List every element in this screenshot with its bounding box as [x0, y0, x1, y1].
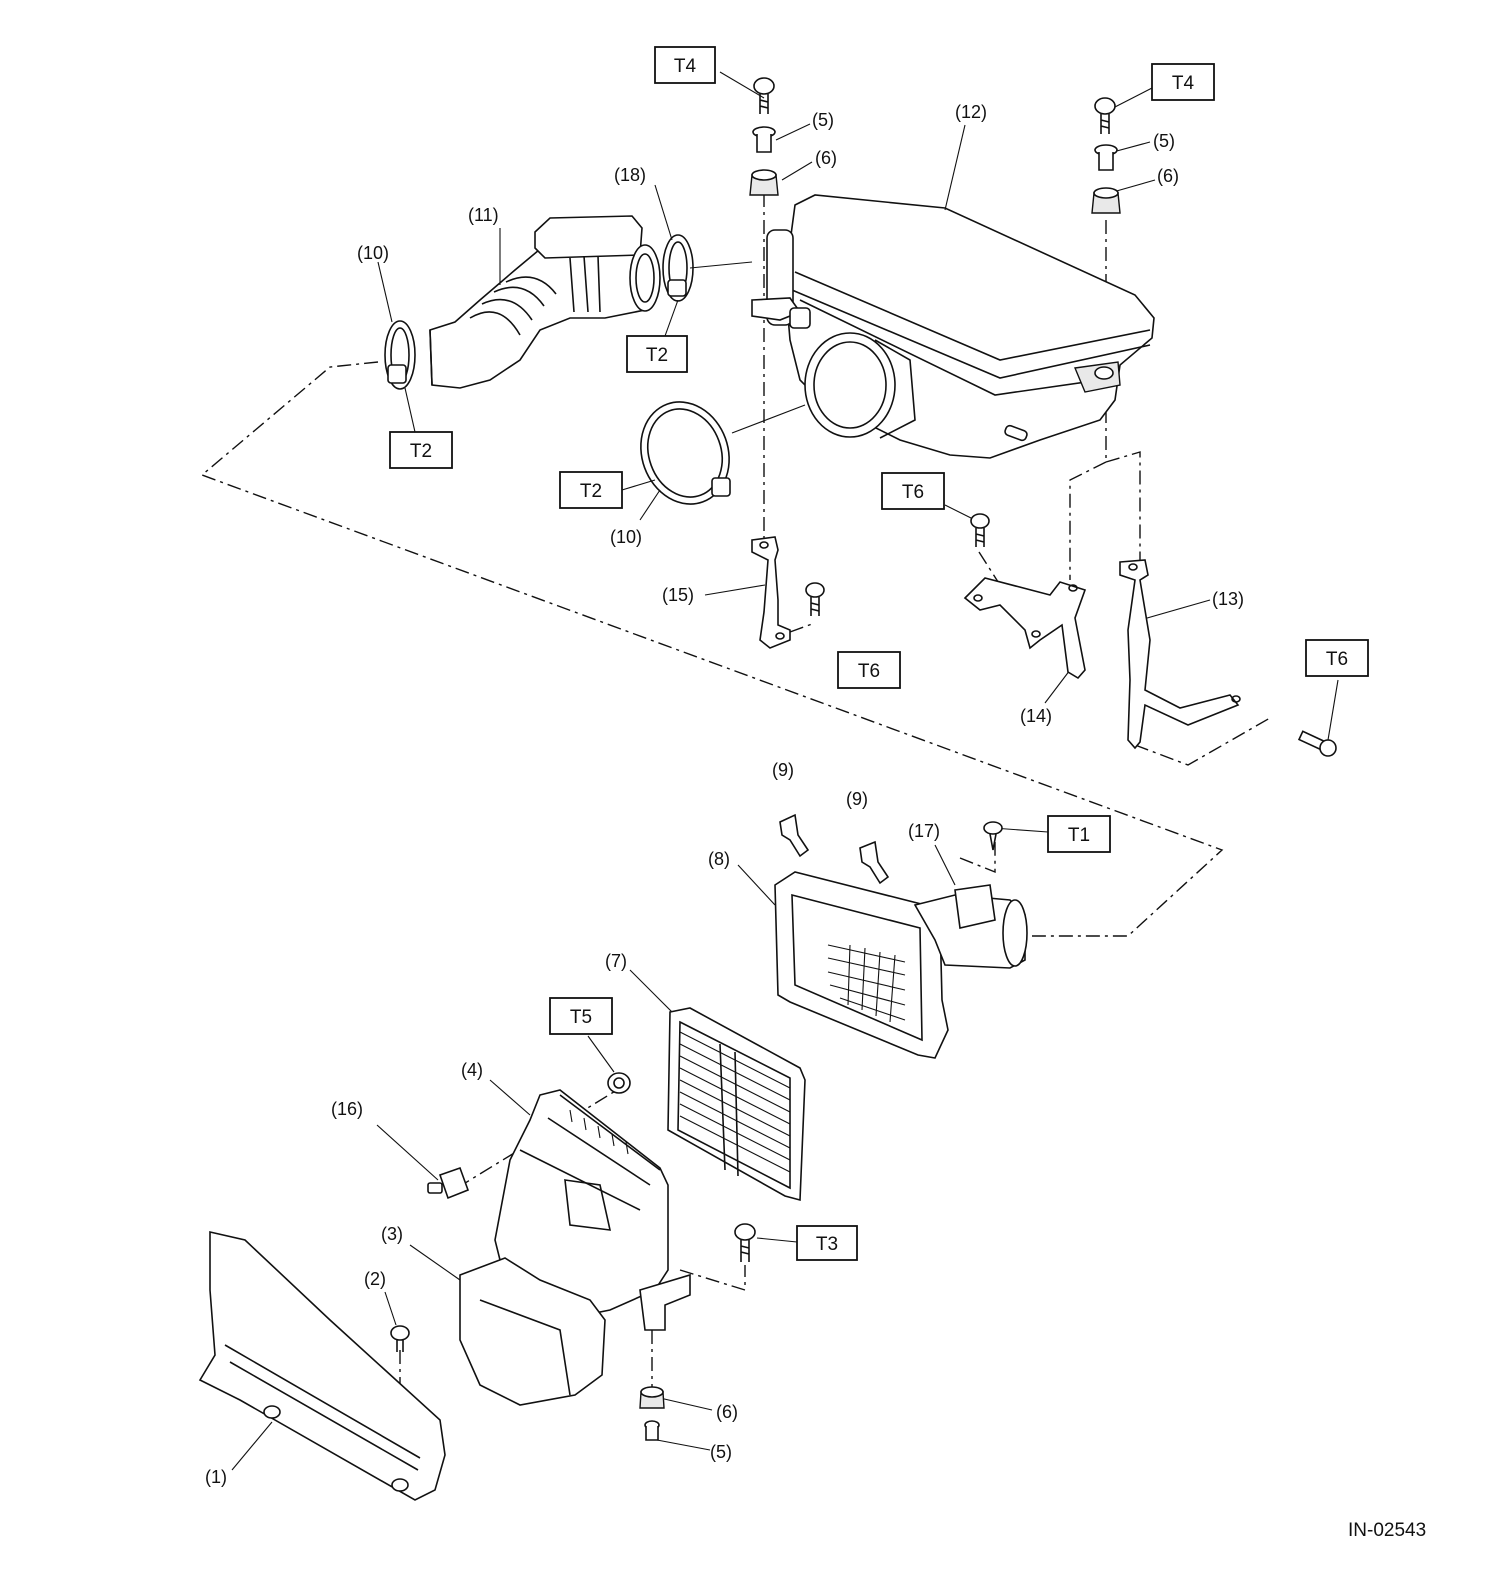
torque-tag-t5: T5 — [570, 1007, 592, 1028]
grommet-6-bottom — [639, 1386, 665, 1409]
torque-tag-t3: T3 — [816, 1234, 838, 1255]
callout-4: (4) — [461, 1060, 483, 1080]
bracket-14 — [963, 577, 1087, 680]
torque-tags: T4 T4 T2 T2 T2 T6 T6 T6 T1 T5 T3 — [389, 46, 1369, 1261]
figure-reference-id: IN-02543 — [1348, 1520, 1426, 1541]
callout-9-right: (9) — [846, 789, 868, 809]
callout-15: (15) — [662, 585, 694, 605]
hose-clamp-18 — [662, 234, 694, 302]
bolt-t6-14 — [970, 513, 990, 547]
bolt-t6-15 — [805, 582, 825, 616]
hose-clamp-10-lower — [640, 401, 731, 505]
bracket-13 — [1119, 559, 1241, 750]
clip-9-left — [779, 813, 810, 858]
callout-1: (1) — [205, 1467, 227, 1487]
bolt-t4-left — [753, 77, 775, 114]
collar-5-bottom — [644, 1420, 660, 1441]
callout-6-top-right: (6) — [1157, 166, 1179, 186]
clip-9-right — [859, 840, 890, 885]
callout-13: (13) — [1212, 589, 1244, 609]
torque-tag-t2-lower: T2 — [580, 481, 602, 502]
bolt-t4-right — [1094, 97, 1116, 134]
callout-8: (8) — [708, 849, 730, 869]
air-cleaner-upper-case — [751, 194, 1155, 459]
torque-tag-t1: T1 — [1068, 825, 1090, 846]
air-intake-chamber — [459, 1089, 691, 1406]
callout-2: (2) — [364, 1269, 386, 1289]
callout-17: (17) — [908, 821, 940, 841]
air-cleaner-lower-case — [774, 871, 1028, 1059]
intake-duct — [429, 215, 661, 389]
torque-tag-t4-left: T4 — [674, 56, 697, 77]
hose-clamp-10-upper — [384, 320, 416, 390]
torque-tag-t6-right: T6 — [1326, 649, 1348, 670]
nut-t5 — [607, 1072, 631, 1094]
leader-lines — [231, 71, 1339, 1471]
collar-5-right — [1094, 144, 1118, 171]
torque-tag-t6-upper: T6 — [902, 482, 924, 503]
callout-3: (3) — [381, 1224, 403, 1244]
callout-10-upper: (10) — [357, 243, 389, 263]
callout-11: (11) — [468, 205, 499, 225]
callout-16: (16) — [331, 1099, 363, 1119]
callout-6-bottom: (6) — [716, 1402, 738, 1422]
callout-5-top-left: (5) — [812, 110, 834, 130]
bracket-15 — [751, 536, 791, 649]
torque-tag-t2-upper: T2 — [646, 345, 668, 366]
callout-9-left: (9) — [772, 760, 794, 780]
bolt-t6-13 — [1297, 730, 1337, 757]
sensor-16 — [427, 1166, 470, 1200]
clip-2 — [390, 1325, 410, 1352]
torque-tag-t6-middle: T6 — [858, 661, 880, 682]
callout-14: (14) — [1020, 706, 1052, 726]
torque-tag-t4-right: T4 — [1172, 73, 1195, 94]
grommet-6-right — [1091, 187, 1121, 214]
callout-12: (12) — [955, 102, 987, 122]
callout-18: (18) — [614, 165, 646, 185]
callout-5-bottom: (5) — [710, 1442, 732, 1462]
screw-t1 — [983, 821, 1003, 851]
callout-6-top-left: (6) — [815, 148, 837, 168]
part-callouts: (5) (6) (12) (5) (6) (18) (11) (10) (10)… — [205, 102, 1244, 1487]
collar-5-left — [752, 126, 776, 153]
callout-10-lower: (10) — [610, 527, 642, 547]
air-filter-element — [667, 1007, 806, 1202]
callout-5-top-right: (5) — [1153, 131, 1175, 151]
callout-7: (7) — [605, 951, 627, 971]
air-intake-boot — [198, 1230, 446, 1501]
grommet-6-left — [749, 169, 779, 196]
bolt-t3 — [734, 1223, 756, 1262]
torque-tag-t2-left: T2 — [410, 441, 432, 462]
